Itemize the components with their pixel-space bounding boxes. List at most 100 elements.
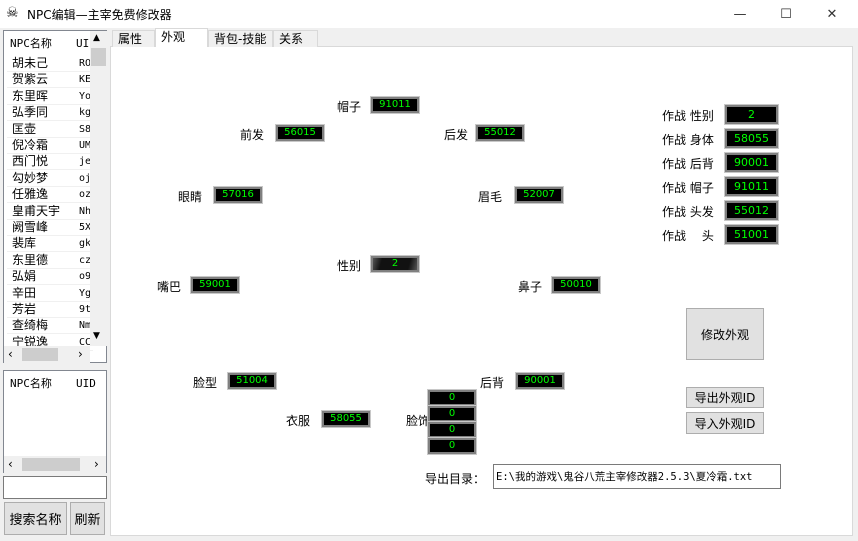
modify-appearance-button[interactable]: 修改外观	[686, 308, 764, 360]
search-input[interactable]	[3, 476, 107, 499]
clothes-field[interactable]: 58055	[321, 410, 371, 428]
back-label: 后背	[479, 376, 504, 390]
npc-name: 裴库	[12, 236, 37, 251]
horizontal-scrollbar[interactable]: ‹ ›	[4, 456, 106, 473]
scroll-up-icon[interactable]: ▲	[93, 33, 100, 43]
face-deco-label: 脸饰	[405, 414, 430, 428]
back-field[interactable]: 90001	[515, 372, 565, 390]
gender-field[interactable]: 2	[370, 255, 420, 273]
npc-uid: KE	[79, 74, 92, 86]
scroll-down-icon[interactable]: ▼	[93, 331, 100, 341]
npc-uid: cz	[79, 254, 92, 266]
scroll-right-icon[interactable]: ›	[94, 457, 99, 471]
scroll-left-icon[interactable]: ‹	[8, 457, 13, 471]
npc-name: 查绮梅	[12, 318, 49, 333]
npc-name: 弘娟	[12, 269, 37, 284]
battle-field[interactable]: 55012	[724, 200, 779, 221]
npc-uid: oz	[79, 189, 92, 201]
npc-uid: gk	[79, 238, 92, 250]
tab-inventory-skills[interactable]: 背包-技能	[208, 30, 273, 47]
brows-label: 眉毛	[477, 190, 502, 204]
maximize-button[interactable]: ☐	[780, 6, 792, 22]
face-deco-field-2[interactable]: 0	[427, 405, 477, 423]
npc-uid: je	[79, 156, 92, 168]
battle-field[interactable]: 58055	[724, 128, 779, 149]
npc-uid: o9	[79, 271, 92, 283]
export-dir-input[interactable]	[493, 464, 781, 489]
list-item[interactable]: 弘娟 o9	[7, 268, 93, 286]
col-header-name[interactable]: NPC名称	[10, 37, 52, 50]
tab-relations[interactable]: 关系	[273, 30, 318, 47]
npc-name: 贺紫云	[12, 72, 49, 87]
search-button[interactable]: 搜索名称	[4, 502, 67, 535]
hat-field[interactable]: 91011	[370, 96, 420, 114]
list-item[interactable]: 裴库 gk	[7, 235, 93, 253]
face-deco-field-1[interactable]: 0	[427, 389, 477, 407]
horizontal-scrollbar[interactable]: ‹ ›	[4, 346, 90, 363]
col-header-name[interactable]: NPC名称	[10, 377, 52, 390]
npc-name: 皇甫天宇	[12, 203, 61, 218]
npc-uid: Nh	[79, 205, 92, 217]
brows-field[interactable]: 52007	[514, 186, 564, 204]
import-appearance-button[interactable]: 导入外观ID	[686, 412, 764, 434]
close-button[interactable]: ✕	[826, 6, 838, 22]
export-appearance-button[interactable]: 导出外观ID	[686, 387, 764, 408]
npc-name: 勾妙梦	[12, 170, 49, 185]
title-bar: ☠ NPC编辑—主宰免费修改器 — ☐ ✕	[0, 0, 858, 28]
npc-uid: S8	[79, 123, 92, 135]
eyes-field[interactable]: 57016	[213, 186, 263, 204]
list-item[interactable]: 查绮梅 Nm	[7, 317, 93, 335]
list-item[interactable]: 东里晖 Yo	[7, 88, 93, 105]
back-hair-label: 后发	[443, 128, 468, 142]
list-item[interactable]: 贺紫云 KE	[7, 71, 93, 89]
battle-field[interactable]: 2	[724, 104, 779, 125]
list-item[interactable]: 胡未己 RO	[7, 55, 93, 72]
mouth-field[interactable]: 59001	[190, 276, 240, 294]
front-hair-label: 前发	[239, 128, 264, 142]
scroll-thumb[interactable]	[22, 348, 58, 361]
npc-uid: Nm	[79, 320, 92, 332]
back-hair-field[interactable]: 55012	[475, 124, 525, 142]
battle-field[interactable]: 91011	[724, 176, 779, 197]
nose-field[interactable]: 50010	[551, 276, 601, 294]
col-header-uid[interactable]: UID	[76, 377, 96, 390]
scroll-thumb[interactable]	[91, 48, 106, 66]
vertical-scrollbar[interactable]: ▲ ▼	[90, 31, 107, 346]
battle-field[interactable]: 51001	[724, 224, 779, 245]
search-result-list[interactable]: NPC名称 UID ‹ ›	[3, 370, 107, 473]
battle-label: 作战 头	[662, 229, 714, 243]
npc-name: 胡未己	[12, 56, 49, 70]
face-field[interactable]: 51004	[227, 372, 277, 390]
scroll-right-icon[interactable]: ›	[78, 347, 83, 361]
front-hair-field[interactable]: 56015	[275, 124, 325, 142]
npc-uid: Yo	[79, 90, 92, 102]
scroll-left-icon[interactable]: ‹	[8, 347, 13, 361]
refresh-button[interactable]: 刷新	[70, 502, 105, 535]
tab-attributes[interactable]: 属性	[112, 30, 155, 47]
list-item[interactable]: 皇甫天宇 Nh	[7, 203, 93, 220]
npc-name: 弘季同	[12, 105, 49, 120]
battle-field[interactable]: 90001	[724, 152, 779, 173]
nose-label: 鼻子	[517, 280, 542, 294]
face-deco-field-4[interactable]: 0	[427, 437, 477, 455]
window-title: NPC编辑—主宰免费修改器	[27, 8, 172, 22]
scroll-thumb[interactable]	[22, 458, 80, 471]
battle-label: 作战 帽子	[662, 181, 714, 195]
minimize-button[interactable]: —	[733, 6, 747, 22]
col-header-uid[interactable]: UI	[76, 37, 90, 50]
npc-uid: RO	[79, 58, 92, 69]
npc-name: 东里晖	[12, 88, 49, 103]
tab-appearance[interactable]: 外观	[155, 28, 208, 47]
face-deco-field-3[interactable]: 0	[427, 421, 477, 439]
